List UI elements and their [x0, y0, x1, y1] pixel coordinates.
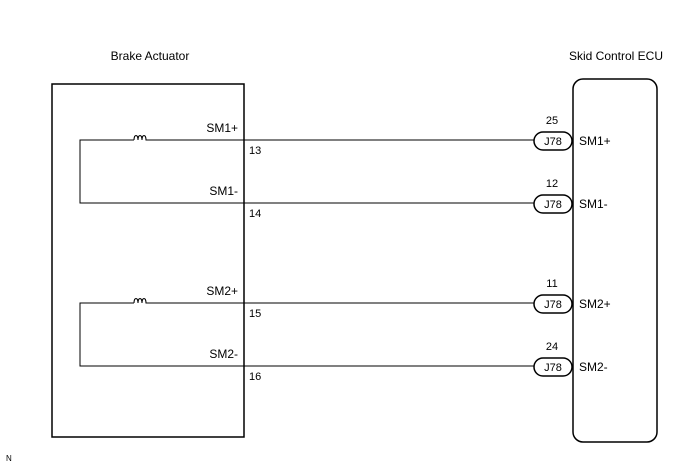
skid-control-ecu-box [572, 78, 658, 443]
connector-id: J78 [544, 136, 562, 148]
actuator-pin-15: 15 [249, 308, 261, 320]
coil-symbol-2 [133, 298, 150, 304]
connector-oval [533, 194, 573, 214]
brake-actuator-title: Brake Actuator [111, 49, 190, 63]
connector-oval [533, 357, 573, 377]
actuator-pin-14: 14 [249, 208, 261, 220]
ecu-connector-sm2-plus: 11 J78 SM2+ [533, 278, 611, 314]
ecu-connector-sm1-minus: 12 J78 SM1- [533, 178, 608, 214]
skid-control-ecu-title: Skid Control ECU [569, 49, 663, 63]
ecu-connector-sm2-minus: 24 J78 SM2- [533, 341, 608, 377]
connector-oval [533, 294, 573, 314]
connector-oval [533, 131, 573, 151]
actuator-signal-sm2-minus: SM2- [209, 347, 238, 361]
connector-id: J78 [544, 362, 562, 374]
actuator-signal-sm1-minus: SM1- [209, 184, 238, 198]
ecu-pin-number-25: 25 [546, 115, 558, 127]
connector-id: J78 [544, 299, 562, 311]
ecu-signal-sm2-plus: SM2+ [579, 297, 611, 311]
actuator-signal-sm2-plus: SM2+ [206, 284, 238, 298]
ecu-pin-number-12: 12 [546, 178, 558, 190]
ecu-connector-sm1-plus: 25 J78 SM1+ [533, 115, 611, 151]
ecu-pin-number-24: 24 [546, 341, 558, 353]
ecu-signal-sm2-minus: SM2- [579, 360, 608, 374]
actuator-signal-sm1-plus: SM1+ [206, 121, 238, 135]
motor-winding-1 [79, 135, 244, 204]
motor-winding-2 [79, 298, 244, 367]
ecu-signal-sm1-minus: SM1- [579, 197, 608, 211]
corner-mark: N [6, 454, 12, 463]
connector-id: J78 [544, 199, 562, 211]
coil-symbol-1 [133, 135, 150, 141]
ecu-signal-sm1-plus: SM1+ [579, 134, 611, 148]
ecu-pin-number-11: 11 [546, 278, 557, 290]
actuator-pin-13: 13 [249, 145, 261, 157]
brake-actuator-box [51, 83, 245, 438]
actuator-pin-16: 16 [249, 371, 261, 383]
